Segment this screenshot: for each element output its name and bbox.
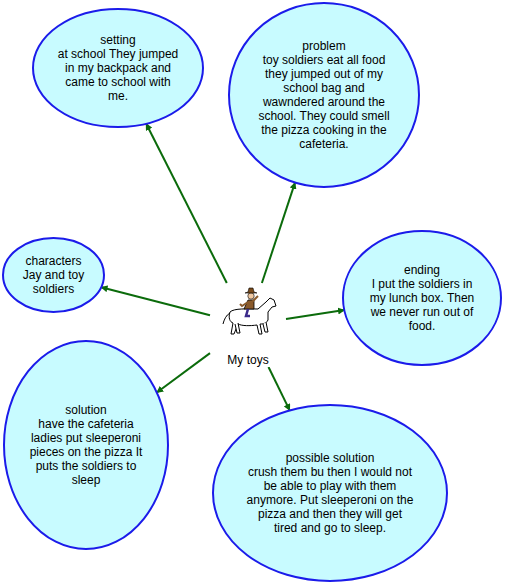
ellipse-shape [213,405,447,581]
topic-text: have the cafeteria ladies put sleeperoni… [28,417,144,487]
text-block: solutionhave the cafeteria ladies put sl… [28,403,144,487]
ellipse-shape [33,9,203,127]
text-block: My toys [225,353,270,367]
center-topic: My toys [210,283,286,367]
topic-heading: setting [55,33,182,47]
arrow-connector [157,353,210,392]
ellipse-shape [4,341,168,549]
ellipse-shape [343,231,501,365]
cowboy-horse-icon [218,282,280,342]
ellipse-shape [3,238,104,312]
arrow-connector [262,183,295,283]
text-block: problemtoy soldiers eat all food they ju… [255,39,393,151]
arrow-connector [269,367,290,410]
text-block: possible solutioncrush them bu then I wo… [245,451,415,535]
topic-ellipse: settingat school They jumped in my backp… [32,8,204,128]
rider [240,288,258,316]
topic-text: My toys [225,353,270,367]
topic-ellipse: charactersJay and toy soldiers [2,237,105,313]
topic-text: I put the soldiers in my lunch box. Then… [363,277,481,333]
arrow-connector [286,310,344,319]
topic-text: at school They jumped in my backpack and… [55,47,182,103]
arrow-connector [101,287,210,315]
topic-heading: possible solution [245,451,415,465]
topic-ellipse: problemtoy soldiers eat all food they ju… [228,2,420,188]
topic-heading: problem [255,39,393,53]
arrow-connector [146,124,227,283]
topic-heading: ending [363,263,481,277]
text-block: settingat school They jumped in my backp… [55,33,182,103]
text-block: charactersJay and toy soldiers [17,254,91,296]
topic-text: crush them bu then I would not be able t… [245,465,415,535]
topic-heading: solution [28,403,144,417]
ellipse-shape [229,3,419,187]
topic-ellipse: solutionhave the cafeteria ladies put sl… [3,340,169,550]
topic-text: Jay and toy soldiers [17,268,91,296]
topic-ellipse: endingI put the soldiers in my lunch box… [342,230,502,366]
text-block: endingI put the soldiers in my lunch box… [363,263,481,333]
horse [223,298,276,334]
topic-text: toy soldiers eat all food they jumped ou… [255,53,393,151]
topic-heading: characters [17,254,91,268]
topic-ellipse: possible solutioncrush them bu then I wo… [212,404,448,582]
